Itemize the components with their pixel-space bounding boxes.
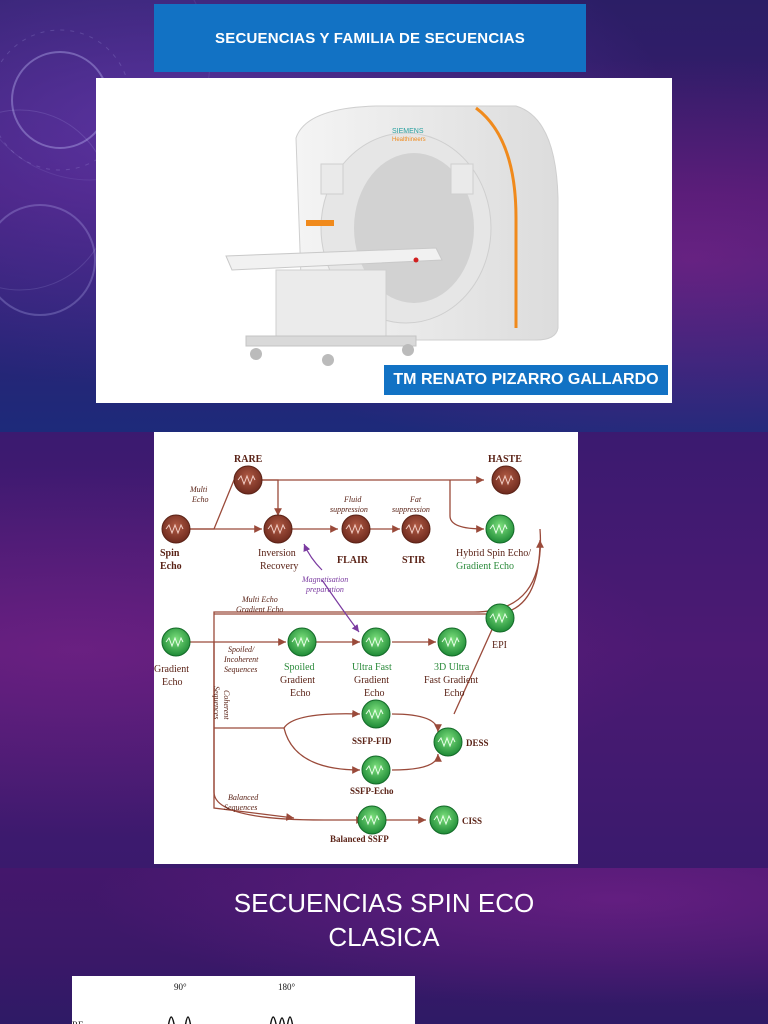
sequence-tree: RARE HASTE Spin Echo FLAIR STIR Inversio… — [154, 454, 544, 844]
label-spoiled-3: Echo — [290, 688, 311, 699]
pulse-90-label: 90° — [174, 982, 187, 992]
label-epi: EPI — [492, 640, 507, 651]
edge-coherent-1: Coherent — [222, 690, 231, 720]
sequence-family-diagram: RARE HASTE Spin Echo FLAIR STIR Inversio… — [154, 432, 578, 864]
edge-spoiled-2: Incoherent — [223, 655, 259, 664]
node-ultrafast — [361, 627, 391, 657]
label-gradient-2: Echo — [162, 677, 183, 688]
label-3d-2: Fast Gradient — [424, 675, 478, 686]
node-ssfp-fid — [361, 699, 391, 729]
slide-spin-echo: SECUENCIAS SPIN ECO CLASICA 90° 180° RF — [0, 868, 768, 1024]
label-hybrid-2: Gradient Echo — [456, 561, 514, 572]
label-3d-3: Echo — [444, 688, 465, 699]
node-3d-ultrafast — [437, 627, 467, 657]
label-dess: DESS — [466, 738, 489, 748]
node-spin-echo — [161, 514, 191, 544]
label-3d-1: 3D Ultra — [434, 662, 470, 673]
node-dess — [433, 727, 463, 757]
node-haste — [491, 465, 521, 495]
edge-fluid-2: suppression — [330, 505, 368, 514]
edge-fat-1: Fat — [409, 495, 422, 504]
label-haste: HASTE — [488, 454, 522, 465]
label-ssfp-fid: SSFP-FID — [352, 736, 392, 746]
pulse-waveform: 90° 180° RF — [72, 982, 296, 1024]
edge-multi-echo-1: Multi — [189, 485, 207, 494]
node-inversion-recovery — [263, 514, 293, 544]
label-flair: FLAIR — [337, 555, 369, 566]
node-flair — [341, 514, 371, 544]
edge-magprep-2: preparation — [305, 585, 344, 594]
label-rare: RARE — [234, 454, 263, 465]
label-spin-1: Spin — [160, 548, 180, 559]
edge-mege-1: Multi Echo — [241, 595, 278, 604]
edge-balanced-1: Balanced — [228, 793, 259, 802]
section-title-line1: SECUENCIAS SPIN ECO — [233, 888, 535, 918]
label-hybrid-1: Hybrid Spin Echo/ — [456, 548, 531, 559]
edge-fluid-1: Fluid — [343, 495, 362, 504]
author-name: TM RENATO PIZARRO GALLARDO — [384, 365, 668, 395]
node-ssfp-echo — [361, 755, 391, 785]
slide-title: SECUENCIAS Y FAMILIA DE SECUENCIAS SIEME… — [0, 0, 768, 432]
mri-scanner-photo: SIEMENS Healthineers — [96, 78, 672, 403]
title-banner: SECUENCIAS Y FAMILIA DE SECUENCIAS — [154, 4, 586, 72]
edge-coherent-2: Sequences — [212, 686, 221, 719]
section-title-line2: CLASICA — [328, 922, 440, 952]
label-ciss: CISS — [462, 816, 482, 826]
label-stir: STIR — [402, 555, 426, 566]
rf-label: RF — [72, 1020, 83, 1024]
edge-mege-2: Gradient Echo — [236, 605, 283, 614]
scanner-brand: SIEMENS — [392, 128, 424, 135]
label-spoiled-2: Gradient — [280, 675, 315, 686]
label-ssfp-echo: SSFP-Echo — [350, 786, 394, 796]
node-epi — [485, 603, 515, 633]
edge-spoiled-3: Sequences — [224, 665, 257, 674]
label-spoiled-1: Spoiled — [284, 662, 315, 673]
pulse-180-label: 180° — [278, 982, 296, 992]
label-ultrafast-2: Gradient — [354, 675, 389, 686]
node-ciss — [429, 805, 459, 835]
mri-scanner-illustration: SIEMENS Healthineers — [225, 105, 559, 366]
scanner-brand-sub: Healthineers — [392, 137, 426, 143]
pulse-sequence-diagram: 90° 180° RF — [72, 976, 415, 1024]
label-spin-2: Echo — [160, 561, 182, 572]
node-hybrid — [485, 514, 515, 544]
label-inversion-2: Recovery — [260, 561, 298, 572]
label-gradient-1: Gradient — [154, 664, 189, 675]
node-gradient-echo — [161, 627, 191, 657]
section-title: SECUENCIAS SPIN ECO CLASICA — [0, 886, 768, 954]
node-balanced-ssfp — [357, 805, 387, 835]
node-rare — [233, 465, 263, 495]
edge-balanced-2: Sequences — [224, 803, 257, 812]
edge-spoiled-1: Spoiled/ — [228, 645, 255, 654]
edge-multi-echo-2: Echo — [191, 495, 208, 504]
label-balanced-ssfp: Balanced SSFP — [330, 834, 389, 844]
edge-magprep-1: Magnetisation — [301, 575, 348, 584]
label-ultrafast-3: Echo — [364, 688, 385, 699]
slide-sequence-family: RARE HASTE Spin Echo FLAIR STIR Inversio… — [0, 432, 768, 868]
node-stir — [401, 514, 431, 544]
edge-fat-2: suppression — [392, 505, 430, 514]
label-ultrafast-1: Ultra Fast — [352, 662, 392, 673]
node-spoiled — [287, 627, 317, 657]
label-inversion-1: Inversion — [258, 548, 296, 559]
